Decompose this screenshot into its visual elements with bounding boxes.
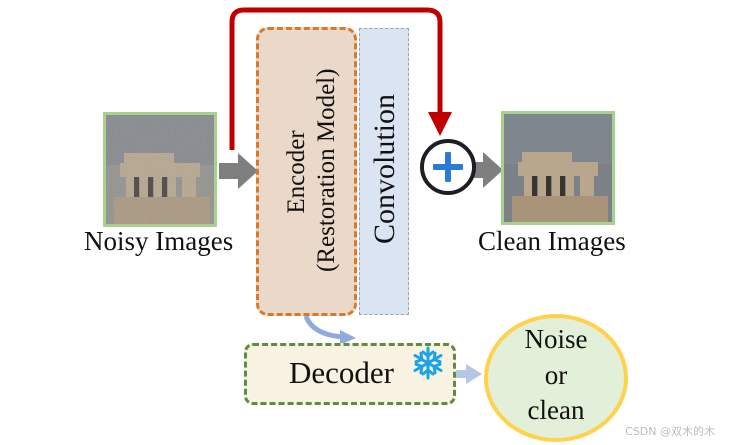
convolution-block: [359, 28, 409, 315]
encoder-to-decoder-arrow: [303, 315, 343, 340]
input-arrow-shaft: [219, 163, 239, 179]
decoder-to-result-shaft: [454, 370, 468, 378]
snowflake-icon: [413, 346, 443, 380]
result-label-clean: clean: [527, 395, 585, 425]
noisy-image: [103, 112, 217, 227]
noise-or-clean-node: [484, 314, 628, 442]
plus-icon: [433, 152, 463, 182]
output-arrow-head: [483, 152, 503, 188]
watermark: CSDN @双木的木: [625, 425, 715, 438]
convolution-label: Convolution: [368, 94, 401, 245]
clean-image: [501, 111, 615, 225]
skip-connection-arrow: [229, 7, 443, 150]
decoder-label: Decoder: [289, 355, 394, 390]
skip-connection-arrowhead: [428, 112, 452, 136]
result-label-or: or: [544, 360, 568, 390]
encoder-label: Encoder: [283, 130, 310, 214]
input-arrow-head: [238, 153, 258, 189]
restoration-model-label: (Restoration Model): [313, 68, 340, 272]
decoder-to-result-head: [466, 364, 482, 384]
encoder-block: [256, 27, 357, 316]
clean-images-caption: Clean Images: [478, 226, 626, 256]
result-label-noise: Noise: [524, 324, 588, 354]
noisy-images-caption: Noisy Images: [84, 226, 234, 256]
output-arrow-shaft: [474, 162, 484, 178]
encoder-to-decoder-arrowhead: [340, 330, 356, 345]
